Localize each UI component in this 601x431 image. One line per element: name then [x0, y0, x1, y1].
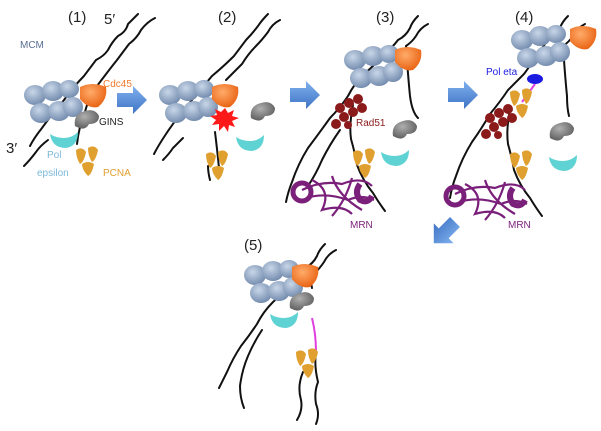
- pol-epsilon-protein: [270, 312, 298, 328]
- panel-3: (3) Rad51 MRN: [285, 9, 429, 231]
- dna-strand: [238, 329, 263, 409]
- pol-epsilon-label-line2: epsilon: [37, 168, 69, 179]
- three-prime-label: 3′: [6, 140, 17, 157]
- pcna-clamp: [353, 148, 375, 178]
- gins-complex: [250, 102, 275, 121]
- step-arrow-4-to-5: [423, 212, 465, 254]
- mcm-complex: [24, 80, 83, 123]
- step-arrow-3-to-4: [448, 81, 478, 109]
- panel-number: (1): [68, 9, 86, 26]
- pcna-label: PCNA: [103, 168, 131, 179]
- step-arrow-2-to-3: [290, 81, 320, 109]
- dna-strand: [404, 23, 429, 119]
- pol-eta-protein: [527, 74, 543, 84]
- panel-4: (4) Pol eta MRN: [446, 9, 597, 231]
- pol-epsilon-protein: [381, 150, 409, 166]
- panel-number: (2): [218, 9, 236, 26]
- pcna-clamp: [510, 150, 532, 180]
- mcm-complex: [511, 25, 570, 68]
- mrn-complex: [293, 176, 374, 216]
- panel-number: (4): [515, 9, 533, 26]
- panel-1: (1) 5′ 3′ MCM Cdc45 GINS Pol epsilon PCN…: [6, 9, 156, 179]
- dna-strand: [153, 13, 269, 155]
- mcm-complex: [159, 80, 218, 123]
- pol-epsilon-protein: [236, 135, 264, 151]
- cdc45-label: Cdc45: [103, 79, 132, 90]
- pol-epsilon-label-line1: Pol: [47, 150, 61, 161]
- mrn-label: MRN: [508, 220, 531, 231]
- mcm-label: MCM: [20, 40, 44, 51]
- pol-epsilon-protein: [549, 155, 577, 171]
- dna-strand: [225, 19, 281, 81]
- dna-strand: [207, 165, 211, 181]
- gap-filled-dna: [311, 317, 317, 353]
- dna-damage-icon: [210, 108, 239, 132]
- dna-strand: [506, 109, 543, 217]
- gins-complex: [392, 120, 417, 139]
- step-arrow-1-to-2: [117, 86, 147, 114]
- pol-epsilon-protein: [50, 132, 78, 148]
- dna-strand: [23, 139, 49, 167]
- pol-eta-label: Pol eta: [486, 67, 518, 78]
- gins-complex: [549, 122, 574, 141]
- gins-label: GINS: [99, 117, 124, 128]
- cdc45-protein: [570, 26, 597, 50]
- dna-strand: [307, 129, 341, 187]
- dna-strand: [214, 131, 220, 169]
- dna-strand: [314, 351, 320, 425]
- panel-2: (2): [153, 9, 281, 181]
- dna-strand: [162, 137, 184, 161]
- pcna-clamp: [76, 146, 98, 176]
- dna-strand: [296, 371, 304, 421]
- five-prime-label: 5′: [104, 11, 115, 28]
- rad51-label: Rad51: [356, 118, 386, 129]
- panel-number: (5): [244, 237, 262, 254]
- panel-number: (3): [376, 9, 394, 26]
- mrn-label: MRN: [350, 220, 373, 231]
- panel-5: (5): [218, 237, 337, 425]
- dna-strand: [218, 243, 326, 389]
- mrn-complex: [446, 180, 527, 220]
